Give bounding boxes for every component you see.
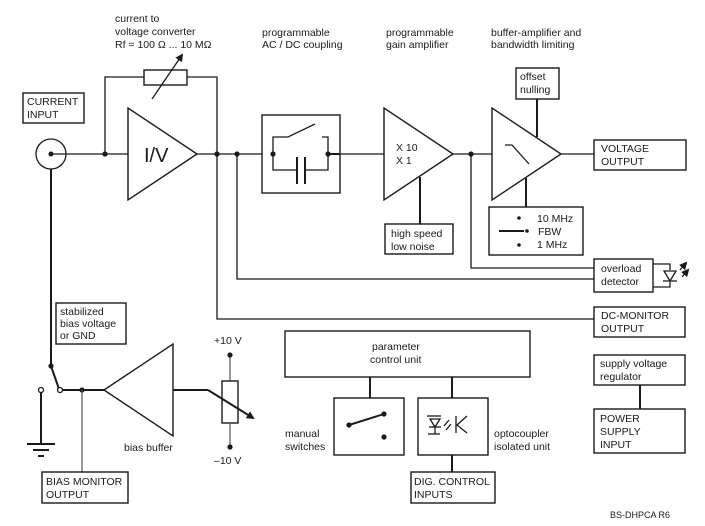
power-line-1: POWER [600,413,640,425]
optocoupler-annotation: optocoupler isolated unit [494,428,550,453]
voltage-output-line-1: VOLTAGE [601,143,649,155]
buffer-line-2: bandwidth limiting [491,39,575,51]
coupling-switch-icon [272,123,316,154]
overload-line-2: detector [601,276,639,288]
converter-line-1: current to [115,13,160,25]
dc-monitor-line-2: OUTPUT [601,323,645,335]
gain-amplifier: X 10 X 1 [383,106,455,202]
supply-regulator-block: supply voltage regulator [593,354,686,386]
bias-monitor-line-2: OUTPUT [46,489,90,501]
offset-nulling-block: offset nulling [515,67,560,100]
bias-switch-icon [50,365,60,390]
gain-line-1: programmable [386,27,454,39]
power-supply-input-block: POWER SUPPLY INPUT [593,408,686,454]
parameter-control-unit-block: parameter control unit [284,330,531,378]
bandwidth-select-block: 10 MHz FBW 1 MHz [488,206,584,256]
bw-1mhz: 1 MHz [537,239,567,251]
coupling-line-2: AC / DC coupling [262,39,343,51]
dc-monitor-wire [216,154,594,320]
gain-x1: X 1 [396,155,412,167]
buffer-amplifier [491,106,563,202]
bias-buffer-amplifier [102,342,174,438]
power-line-2: SUPPLY [600,426,641,438]
overload-detector-block: overload detector [593,258,654,293]
supply-reg-line-1: supply voltage [600,358,667,370]
bw-fbw: FBW [538,226,561,238]
current-input-line-2: INPUT [27,109,59,121]
manual-switches-block [333,397,405,456]
converter-line-2: voltage converter [115,26,196,38]
bias-monitor-line-1: BIAS MONITOR [46,476,123,488]
bias-source-line-2: bias voltage [60,318,116,330]
overload-line-1: overload [601,263,641,275]
manual-switches-annotation: manual switches [285,428,325,453]
overload-wire-2 [236,154,594,280]
supply-reg-line-2: regulator [600,371,642,383]
current-input-block: CURRENT INPUT [22,92,85,124]
optocoupler-block [417,397,489,456]
variable-resistor-icon [143,53,188,100]
minus-10v-label: –10 V [214,455,241,467]
voltage-output-block: VOLTAGE OUTPUT [593,139,687,171]
converter-annotation: current to voltage converter Rf = 100 Ω … [115,13,212,51]
coupling-line-1: programmable [262,27,330,39]
bias-source-annotation: stabilized bias voltage or GND [55,302,127,345]
ground-icon [27,443,55,457]
offset-line-1: offset [520,71,546,83]
overload-wire-1 [470,154,594,269]
bw-10mhz: 10 MHz [537,213,573,225]
gain-line-2: gain amplifier [386,39,449,51]
buffer-annotation: buffer-amplifier and bandwidth limiting [491,27,581,51]
bias-source-line-1: stabilized [60,306,104,318]
plus-10v-label: +10 V [214,335,242,347]
manual-line-2: switches [285,441,325,453]
bias-buffer-label: bias buffer [124,442,173,454]
lowpass-icon [505,144,530,165]
dc-monitor-line-1: DC-MONITOR [601,310,669,322]
buffer-line-1: buffer-amplifier and [491,27,581,39]
param-line-2: control unit [370,354,421,366]
converter-line-3: Rf = 100 Ω ... 10 MΩ [115,39,212,51]
gain-option-line-1: high speed [391,228,443,240]
opto-line-2: isolated unit [494,441,550,453]
voltage-output-line-2: OUTPUT [601,156,645,168]
dig-control-inputs-block: DIG. CONTROL INPUTS [410,471,496,504]
opto-line-1: optocoupler [494,428,549,440]
gain-option-line-2: low noise [391,241,435,253]
iv-amplifier: I/V [127,106,199,202]
manual-switch-icon [348,413,385,426]
optocoupler-icon [427,415,468,435]
led-icon [653,261,690,288]
dig-control-line-2: INPUTS [414,489,453,501]
bias-source-line-3: or GND [60,330,96,342]
revision-label: BS-DHPCA R6 [610,510,670,520]
potentiometer-icon [207,352,255,450]
power-line-3: INPUT [600,439,632,451]
current-input-line-1: CURRENT [27,96,79,108]
feedback-wire-right [187,76,218,154]
param-line-1: parameter [372,341,420,353]
coupling-annotation: programmable AC / DC coupling [262,27,343,51]
dig-control-line-1: DIG. CONTROL [414,476,490,488]
gain-x10: X 10 [396,142,418,154]
offset-line-2: nulling [520,84,551,96]
dc-monitor-output-block: DC-MONITOR OUTPUT [593,306,686,338]
iv-label: I/V [144,145,169,167]
bias-monitor-output-block: BIAS MONITOR OUTPUT [41,471,129,504]
gain-option-block: high speed low noise [384,223,454,255]
manual-line-1: manual [285,428,319,440]
gain-annotation: programmable gain amplifier [386,27,454,51]
feedback-wire-left [104,76,144,154]
